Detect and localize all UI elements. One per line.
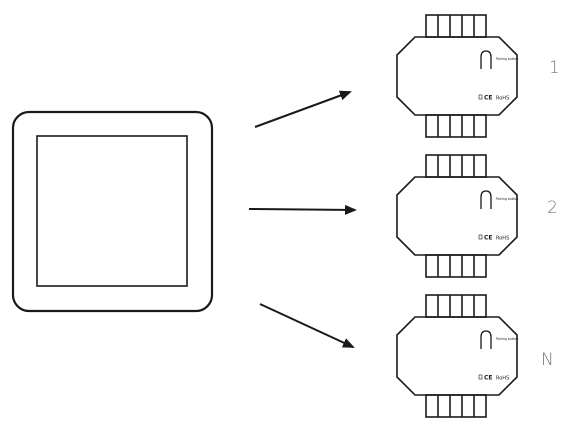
rohs-mark: RoHS xyxy=(496,376,509,382)
module-label-1: 1 xyxy=(549,58,560,78)
pairing-button-text: Pairing button xyxy=(496,197,518,201)
rohs-mark: RoHS xyxy=(496,236,509,242)
pairing-button-icon xyxy=(480,50,492,69)
pairing-button-text: Pairing button xyxy=(496,57,518,61)
ce-mark: CE xyxy=(484,235,493,242)
ce-mark: CE xyxy=(484,375,493,382)
pairing-button-icon xyxy=(480,330,492,349)
arrow-to-module-n xyxy=(259,303,355,348)
arrow-to-module-1 xyxy=(254,90,352,128)
pairing-button-text: Pairing button xyxy=(496,337,518,341)
module-label-n: N xyxy=(541,350,554,370)
pairing-button-icon xyxy=(480,190,492,209)
module-label-2: 2 xyxy=(547,198,558,218)
ce-mark: CE xyxy=(484,95,493,102)
rohs-mark: RoHS xyxy=(496,96,509,102)
wall-switch-icon xyxy=(11,110,214,313)
arrow-to-module-2 xyxy=(248,204,357,215)
